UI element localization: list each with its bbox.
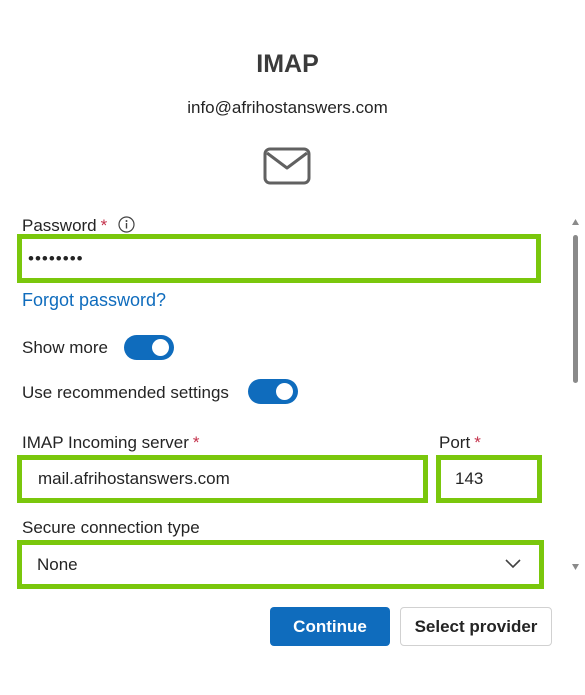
required-mark: * bbox=[192, 433, 200, 452]
continue-button[interactable]: Continue bbox=[270, 607, 390, 646]
required-mark: * bbox=[474, 433, 481, 452]
password-highlight bbox=[17, 234, 541, 283]
scroll-up-arrow[interactable] bbox=[571, 218, 580, 226]
password-value: •••••••• bbox=[28, 249, 84, 268]
toggle-knob bbox=[152, 339, 169, 356]
password-label-text: Password bbox=[22, 216, 97, 235]
scrollbar-thumb[interactable] bbox=[573, 235, 578, 383]
show-more-toggle[interactable] bbox=[124, 335, 174, 360]
required-mark: * bbox=[100, 216, 108, 235]
page-title: IMAP bbox=[256, 50, 319, 78]
info-icon[interactable] bbox=[118, 216, 135, 233]
forgot-password-link[interactable]: Forgot password? bbox=[22, 290, 167, 310]
account-email: info@afrihostanswers.com bbox=[187, 98, 388, 117]
port-label-text: Port bbox=[439, 433, 471, 452]
toggle-knob bbox=[276, 383, 293, 400]
select-provider-button[interactable]: Select provider bbox=[400, 607, 552, 646]
password-label: Password* bbox=[22, 216, 135, 236]
scroll-down-arrow[interactable] bbox=[571, 563, 580, 571]
incoming-server-highlight bbox=[17, 455, 428, 503]
use-recommended-label: Use recommended settings bbox=[22, 383, 229, 402]
chevron-down-icon bbox=[505, 559, 521, 569]
show-more-label: Show more bbox=[22, 338, 108, 357]
port-input[interactable]: 143 bbox=[441, 460, 537, 498]
incoming-server-label-text: IMAP Incoming server bbox=[22, 433, 189, 452]
mail-icon bbox=[263, 147, 311, 185]
port-highlight bbox=[436, 455, 542, 503]
secure-connection-select[interactable]: None bbox=[22, 545, 539, 584]
port-label: Port* bbox=[439, 433, 481, 453]
incoming-server-input[interactable]: mail.afrihostanswers.com bbox=[22, 460, 423, 498]
password-field[interactable]: •••••••• bbox=[22, 239, 536, 278]
secure-connection-highlight bbox=[17, 540, 544, 589]
incoming-server-label: IMAP Incoming server* bbox=[22, 433, 200, 453]
use-recommended-toggle[interactable] bbox=[248, 379, 298, 404]
secure-connection-value: None bbox=[37, 554, 78, 574]
secure-connection-label: Secure connection type bbox=[22, 518, 200, 537]
